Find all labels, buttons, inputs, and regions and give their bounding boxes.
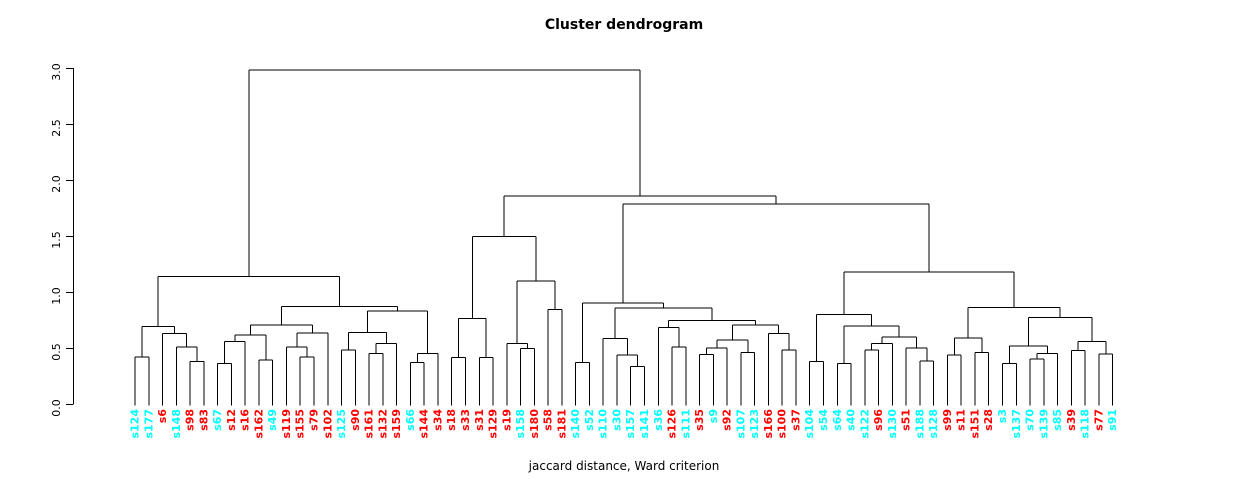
leaf-label: s35 [693, 409, 706, 431]
leaf-label: s99 [941, 409, 954, 431]
leaf-label: s126 [666, 409, 679, 439]
leaf-label: s111 [679, 409, 692, 439]
leaf-label: s166 [762, 409, 775, 439]
leaf-label: s125 [335, 409, 348, 439]
leaf-label: s141 [638, 409, 651, 439]
leaf-label: s124 [129, 409, 142, 439]
leaf-label: s98 [184, 409, 197, 431]
y-axis-tick-label: 3.0 [50, 63, 63, 81]
leaf-label: s70 [1024, 409, 1037, 431]
y-axis-tick-label: 1.5 [50, 231, 63, 249]
leaf-label: s36 [652, 409, 665, 431]
leaf-label: s64 [831, 409, 844, 431]
plot-title: Cluster dendrogram [544, 17, 704, 33]
leaf-label: s180 [528, 409, 541, 439]
leaf-label: s123 [748, 409, 761, 439]
leaf-label: s37 [789, 409, 802, 431]
y-axis-tick-label: 2.5 [50, 119, 63, 137]
leaf-label: s107 [734, 409, 747, 439]
leaf-label: s3 [996, 409, 1009, 423]
leaf-label: s118 [1079, 409, 1092, 439]
leaf-label: s33 [459, 409, 472, 431]
leaf-label: s159 [390, 409, 403, 439]
leaf-label: s31 [473, 409, 486, 431]
leaf-label: s16 [239, 409, 252, 431]
leaf-label: s18 [445, 409, 458, 431]
leaf-label: s19 [500, 409, 513, 431]
leaf-label: s158 [514, 409, 527, 439]
leaf-label: s30 [610, 409, 623, 431]
leaf-label: s137 [1010, 409, 1023, 439]
leaf-label: s96 [872, 409, 885, 431]
leaf-label: s128 [927, 409, 940, 439]
y-axis-tick-label: 2.0 [50, 175, 63, 193]
leaf-label: s144 [418, 409, 431, 439]
leaf-label: s100 [776, 409, 789, 439]
leaf-label: s181 [555, 409, 568, 439]
leaf-label: s157 [624, 409, 637, 439]
leaf-label: s39 [1065, 409, 1078, 431]
leaf-label: s40 [845, 409, 858, 431]
leaf-label: s92 [721, 409, 734, 431]
leaf-label: s130 [886, 409, 899, 439]
leaf-label: s161 [363, 409, 376, 439]
leaf-label: s11 [955, 409, 968, 431]
leaf-label: s91 [1106, 409, 1119, 431]
leaf-label: s129 [487, 409, 500, 439]
leaf-label: s67 [211, 409, 224, 431]
leaf-label: s52 [583, 409, 596, 431]
leaf-label: s110 [597, 409, 610, 439]
leaf-label: s139 [1037, 409, 1050, 439]
x-axis-label: jaccard distance, Ward criterion [528, 459, 720, 473]
leaf-label: s58 [542, 409, 555, 431]
leaf-label: s77 [1092, 409, 1105, 431]
leaf-label: s177 [142, 409, 155, 439]
leaf-label: s151 [968, 409, 981, 439]
y-axis-tick-label: 1.0 [50, 287, 63, 305]
leaf-label: s66 [404, 409, 417, 431]
leaf-label: s83 [197, 409, 210, 431]
leaf-label: s122 [858, 409, 871, 439]
leaf-label: s102 [321, 409, 334, 439]
leaf-label: s9 [707, 409, 720, 423]
leaf-label: s49 [266, 409, 279, 431]
leaf-label: s188 [913, 409, 926, 439]
leaf-label: s140 [569, 409, 582, 439]
leaf-label: s34 [431, 409, 444, 431]
leaf-label: s28 [982, 409, 995, 431]
leaf-label: s148 [170, 409, 183, 439]
leaf-label: s54 [817, 409, 830, 431]
leaf-label: s79 [308, 409, 321, 431]
leaf-label: s155 [294, 409, 307, 439]
leaf-label: s6 [156, 409, 169, 424]
y-axis-tick-label: 0.5 [50, 343, 63, 361]
leaf-label: s90 [349, 409, 362, 431]
leaf-label: s12 [225, 409, 238, 431]
leaf-label: s85 [1051, 409, 1064, 431]
leaf-label: s104 [803, 409, 816, 439]
leaf-label: s132 [376, 409, 389, 439]
leaf-label: s119 [280, 409, 293, 439]
leaf-label: s162 [252, 409, 265, 439]
leaf-label: s51 [900, 409, 913, 431]
y-axis-tick-label: 0.0 [50, 399, 63, 417]
